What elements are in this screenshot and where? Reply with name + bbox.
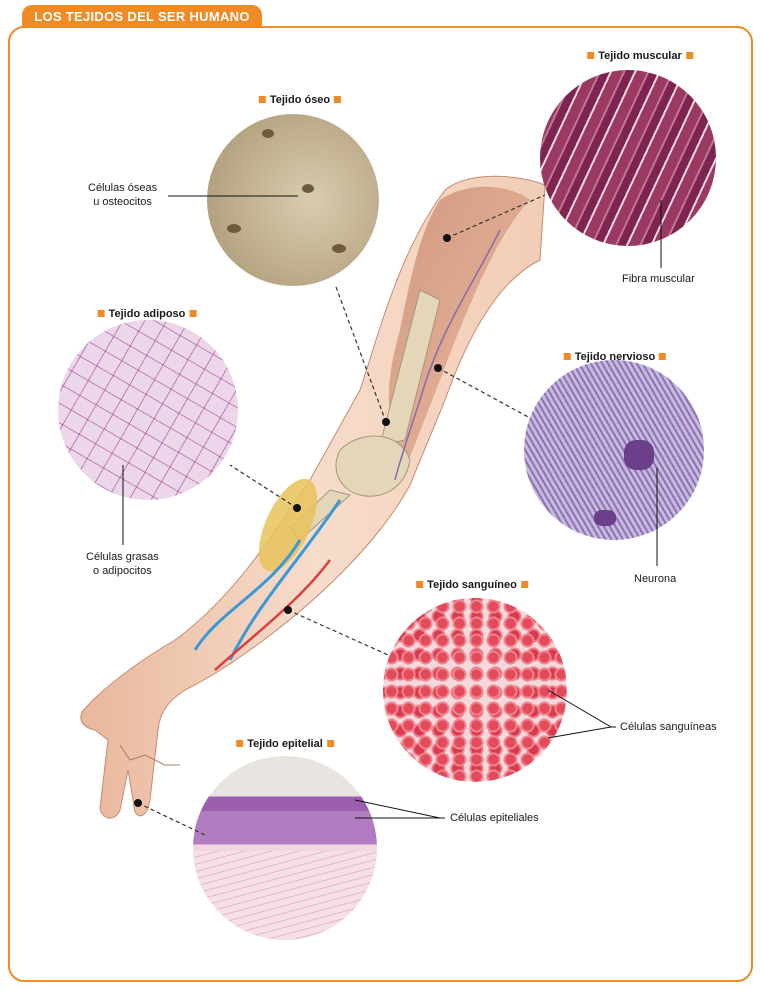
humerus-bone (379, 289, 441, 446)
adipose-tissue-micrograph (58, 320, 238, 500)
adipocyte-label: Células grasas o adipocitos (86, 550, 159, 578)
arm-muscle (388, 186, 530, 470)
title-nerve-text: Tejido nervioso (574, 351, 656, 363)
osteocyte-label: Células óseas u osteocitos (88, 181, 157, 209)
finger-lines (119, 744, 180, 766)
title-blood-text: Tejido sanguíneo (427, 579, 517, 591)
fat-deposit (258, 478, 318, 572)
title-adipose: Tejido adiposo (94, 308, 201, 320)
muscle-connector (446, 194, 546, 239)
muscle-tissue-micrograph (540, 70, 716, 246)
title-nerve: Tejido nervioso (560, 351, 670, 363)
title-epithelial: Tejido epitelial (232, 738, 338, 750)
muscle-dot (443, 234, 451, 242)
title-adipose-text: Tejido adiposo (108, 308, 186, 320)
epithelial-connector (137, 802, 206, 836)
title-bone: Tejido óseo (255, 94, 345, 106)
osteocyte-label-line2: u osteocitos (93, 196, 152, 208)
bone-connector (335, 286, 387, 423)
blood-connector (287, 609, 389, 656)
nerve-tissue-micrograph (524, 360, 704, 540)
osteocyte-label-line1: Células óseas (88, 182, 158, 194)
nerve-dot (434, 364, 442, 372)
blue-vein (193, 499, 342, 661)
red-artery (214, 559, 331, 671)
content-frame (8, 26, 753, 982)
nerve-line (394, 229, 501, 481)
neuron-label: Neurona (634, 573, 677, 585)
nerve-connector (437, 367, 531, 419)
epithelial-dot (134, 799, 142, 807)
elbow-bone (335, 435, 411, 497)
blood-dot (284, 606, 292, 614)
title-epithelial-text: Tejido epitelial (247, 738, 323, 750)
blood-cell-pointer (547, 689, 613, 739)
blood-cells-label: Células sanguíneas (620, 721, 717, 733)
epithelial-cells-label: Células epiteliales (450, 812, 539, 824)
title-muscle-text: Tejido muscular (598, 50, 682, 62)
title-bone-text: Tejido óseo (269, 94, 331, 106)
title-blood: Tejido sanguíneo (412, 579, 532, 591)
adipose-dot (293, 504, 301, 512)
epithelial-tissue-micrograph (193, 756, 377, 940)
bone-tissue-micrograph (207, 114, 379, 286)
section-tab: LOS TEJIDOS DEL SER HUMANO (22, 5, 262, 28)
muscle-fiber-label: Fibra muscular (622, 273, 695, 285)
adipocyte-label-line2: o adipocitos (93, 565, 152, 577)
adipose-connector (229, 464, 298, 509)
bone-dot (382, 418, 390, 426)
title-muscle: Tejido muscular (583, 50, 697, 62)
epithelial-pointer (354, 799, 441, 819)
adipocyte-label-line1: Células grasas (86, 551, 159, 563)
blood-tissue-micrograph (383, 598, 567, 782)
